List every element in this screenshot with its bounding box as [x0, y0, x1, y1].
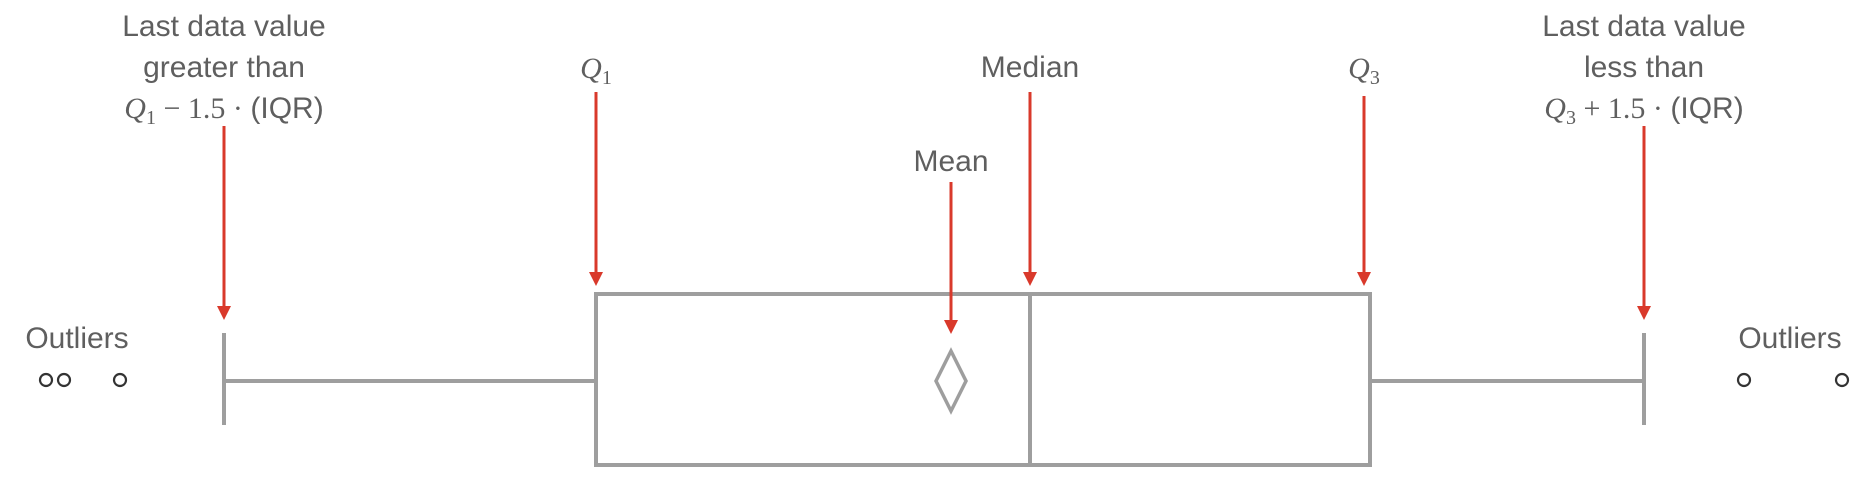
upper-whisker-label-line2: less than — [1584, 51, 1704, 84]
iqr-box — [594, 292, 1372, 467]
q1-arrow-head — [589, 272, 603, 286]
median-arrow-head — [1023, 272, 1037, 286]
mean-label: Mean — [913, 145, 988, 178]
outlier-point — [1736, 372, 1752, 388]
lower-whisker-formula: Q1 − 1.5 · (IQR) — [124, 92, 323, 129]
lower-whisker-label-line2: greater than — [143, 51, 305, 84]
upper-whisker-label-line1: Last data value — [1542, 10, 1745, 43]
q3-label: Q3 — [1348, 52, 1380, 89]
formula-iqr: (IQR) — [1670, 92, 1743, 125]
q3-symbol: Q — [1348, 52, 1370, 85]
outliers-left-label: Outliers — [25, 322, 128, 355]
formula-operator: + 1.5 · — [1576, 92, 1670, 125]
lower-whisker-arrow-head — [217, 306, 231, 320]
pointer-arrows — [217, 92, 1651, 334]
box-plot — [222, 292, 1646, 467]
outlier-point — [1834, 372, 1850, 388]
upper-whisker-formula: Q3 + 1.5 · (IQR) — [1544, 92, 1743, 129]
outliers-right-markers — [1736, 372, 1850, 388]
mean-arrow-head — [944, 320, 958, 334]
q1-subscript: 1 — [602, 67, 612, 89]
median-label: Median — [981, 51, 1079, 84]
q3-subscript: 3 — [1370, 67, 1380, 89]
formula-iqr: (IQR) — [250, 92, 323, 125]
outliers-right-label: Outliers — [1738, 322, 1841, 355]
outliers-left-markers — [38, 372, 128, 388]
lower-whisker-label-line1: Last data value — [122, 10, 325, 43]
formula-q-symbol: Q — [1544, 92, 1566, 125]
formula-q-symbol: Q — [124, 92, 146, 125]
upper-whisker-arrow-head — [1637, 306, 1651, 320]
formula-operator: − 1.5 · — [156, 92, 250, 125]
outlier-point — [56, 372, 72, 388]
mean-diamond — [934, 347, 968, 415]
formula-subscript: 3 — [1566, 107, 1576, 129]
outlier-point — [112, 372, 128, 388]
outlier-point — [38, 372, 54, 388]
q1-symbol: Q — [580, 52, 602, 85]
q3-arrow-head — [1357, 272, 1371, 286]
q1-label: Q1 — [580, 52, 612, 89]
formula-subscript: 1 — [146, 107, 156, 129]
